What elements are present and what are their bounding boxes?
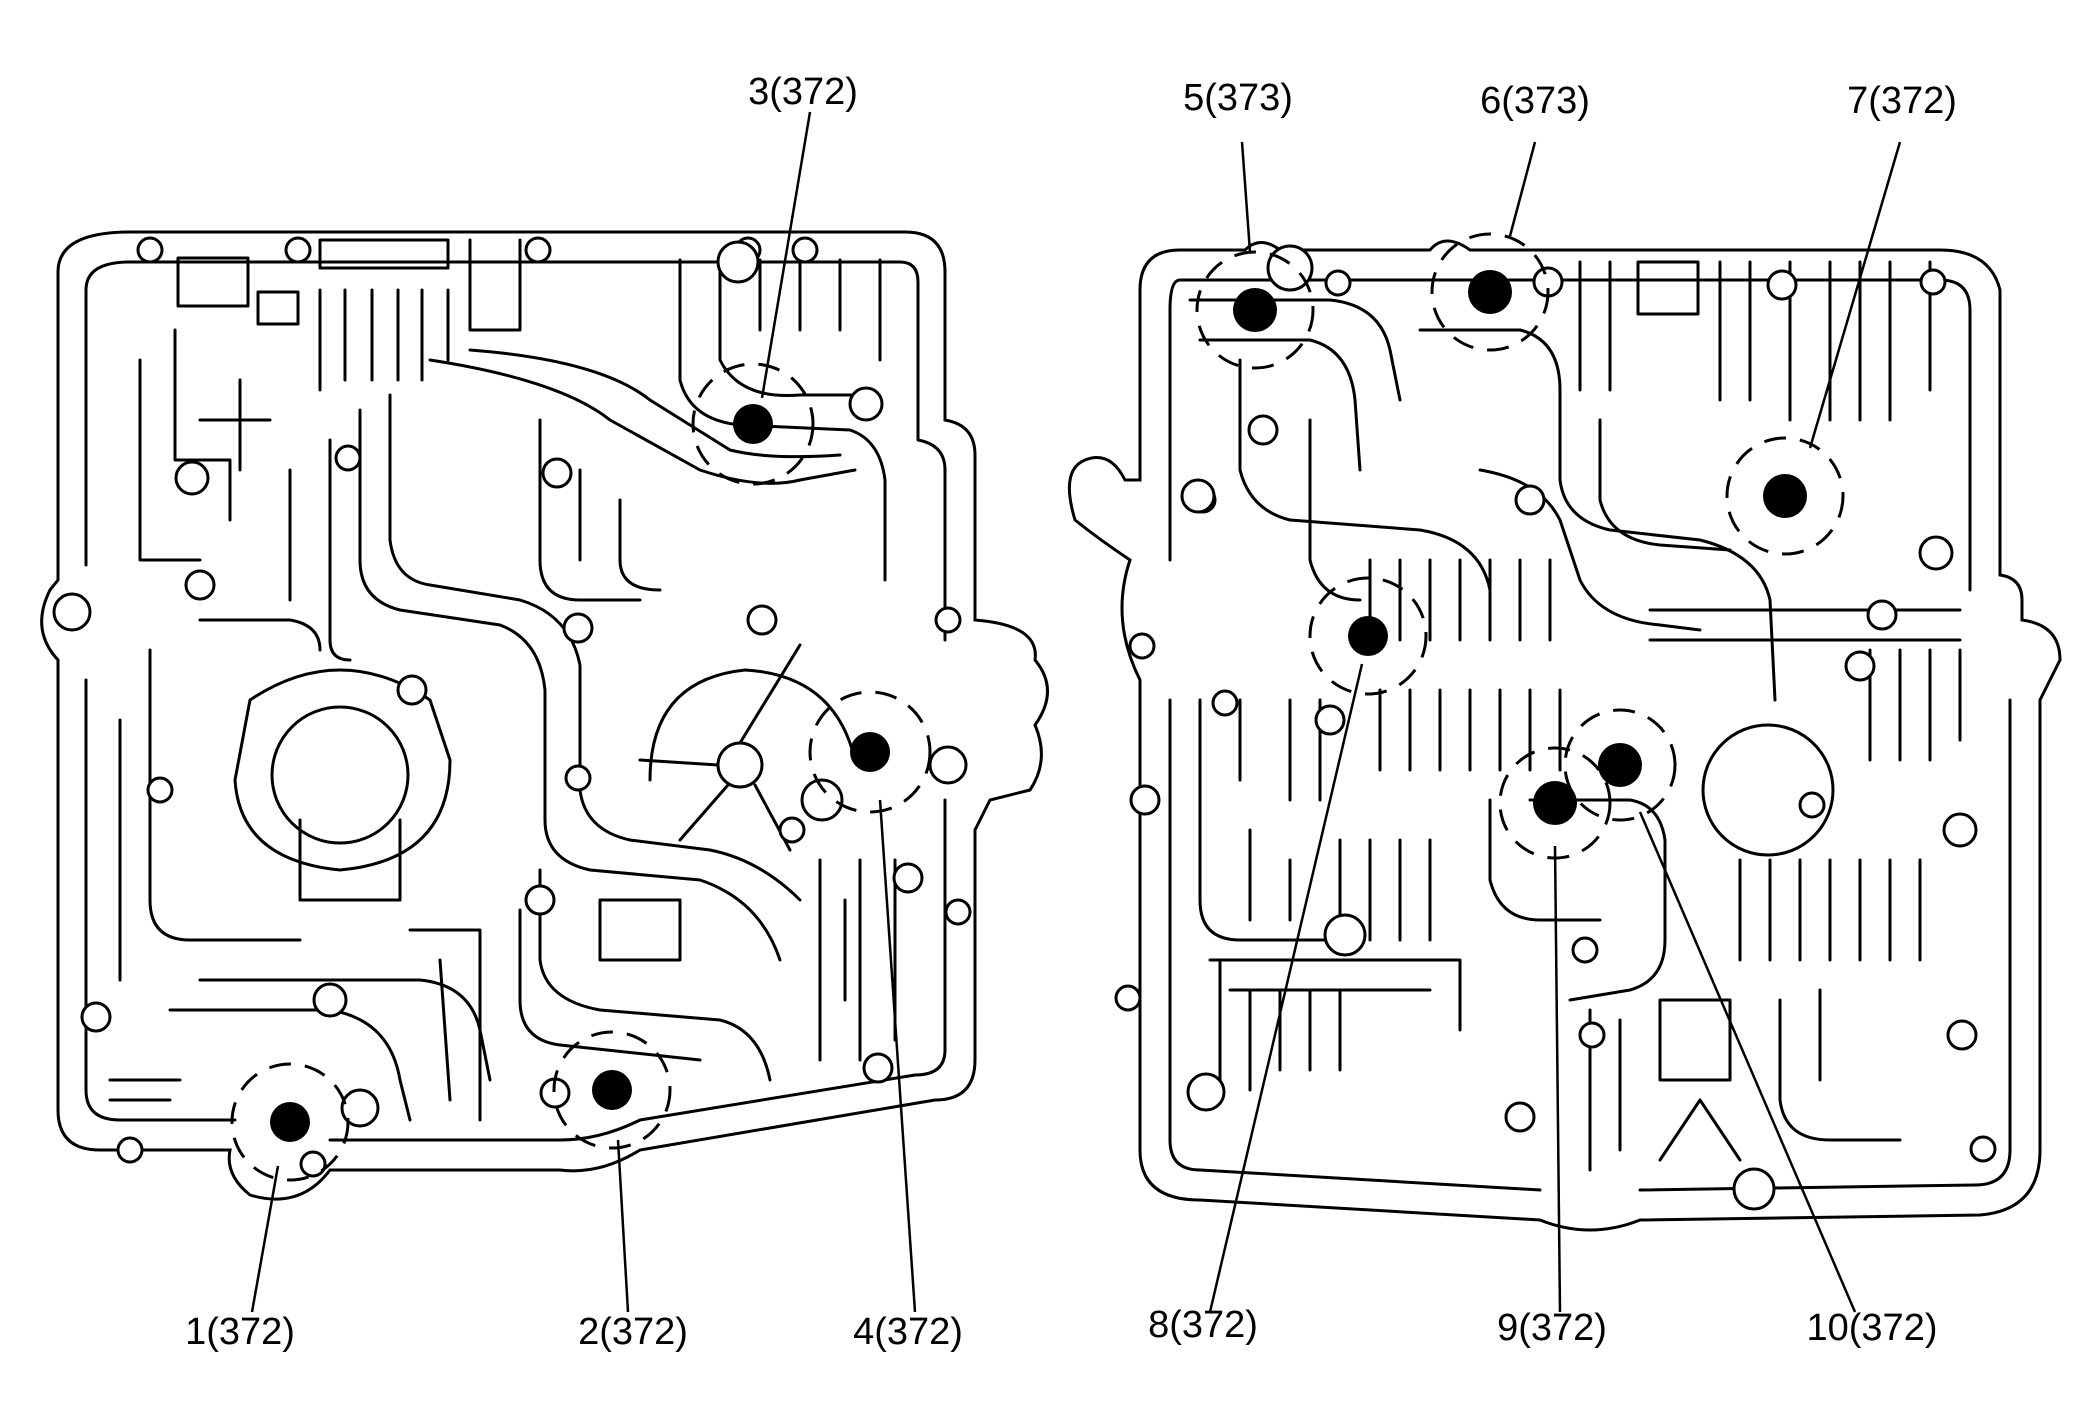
check-ball-4 bbox=[808, 690, 932, 814]
leader-8 bbox=[1208, 663, 1364, 1313]
callout-3-label: 3(372) bbox=[748, 71, 858, 113]
callout-2-label: 2(372) bbox=[578, 1311, 688, 1353]
leader-9 bbox=[1553, 845, 1562, 1313]
check-ball-6 bbox=[1430, 232, 1550, 352]
check-ball-1 bbox=[230, 1062, 350, 1182]
callout-6-label: 6(373) bbox=[1480, 80, 1590, 122]
callout-10-label: 10(372) bbox=[1807, 1307, 1938, 1349]
leader-7 bbox=[1808, 141, 1902, 449]
check-ball-2 bbox=[552, 1030, 672, 1150]
leader-1 bbox=[250, 1165, 280, 1313]
right-valve-body-plate bbox=[1067, 232, 2062, 1232]
check-ball-5 bbox=[1195, 250, 1315, 370]
check-ball-8 bbox=[1308, 576, 1428, 696]
check-ball-10 bbox=[1563, 708, 1677, 822]
callout-4-label: 4(372) bbox=[853, 1311, 963, 1353]
check-ball-7 bbox=[1725, 436, 1845, 556]
callout-labels: 1(372) 2(372) 3(372) 4(372) 5(373) 6(373… bbox=[185, 71, 1957, 1353]
leader-2 bbox=[616, 1139, 630, 1313]
callout-8-label: 8(372) bbox=[1148, 1304, 1258, 1346]
callout-5-label: 5(373) bbox=[1183, 77, 1293, 119]
left-valve-body-plate bbox=[40, 230, 1049, 1201]
leader-lines bbox=[250, 111, 1902, 1313]
callout-7-label: 7(372) bbox=[1847, 80, 1957, 122]
check-ball-3 bbox=[691, 362, 815, 486]
leader-3 bbox=[760, 111, 812, 399]
leader-6 bbox=[1508, 141, 1537, 237]
leader-10 bbox=[1638, 811, 1857, 1313]
callout-9-label: 9(372) bbox=[1497, 1307, 1607, 1349]
callout-1-label: 1(372) bbox=[185, 1311, 295, 1353]
leader-4 bbox=[878, 799, 917, 1313]
leader-5 bbox=[1240, 141, 1252, 253]
